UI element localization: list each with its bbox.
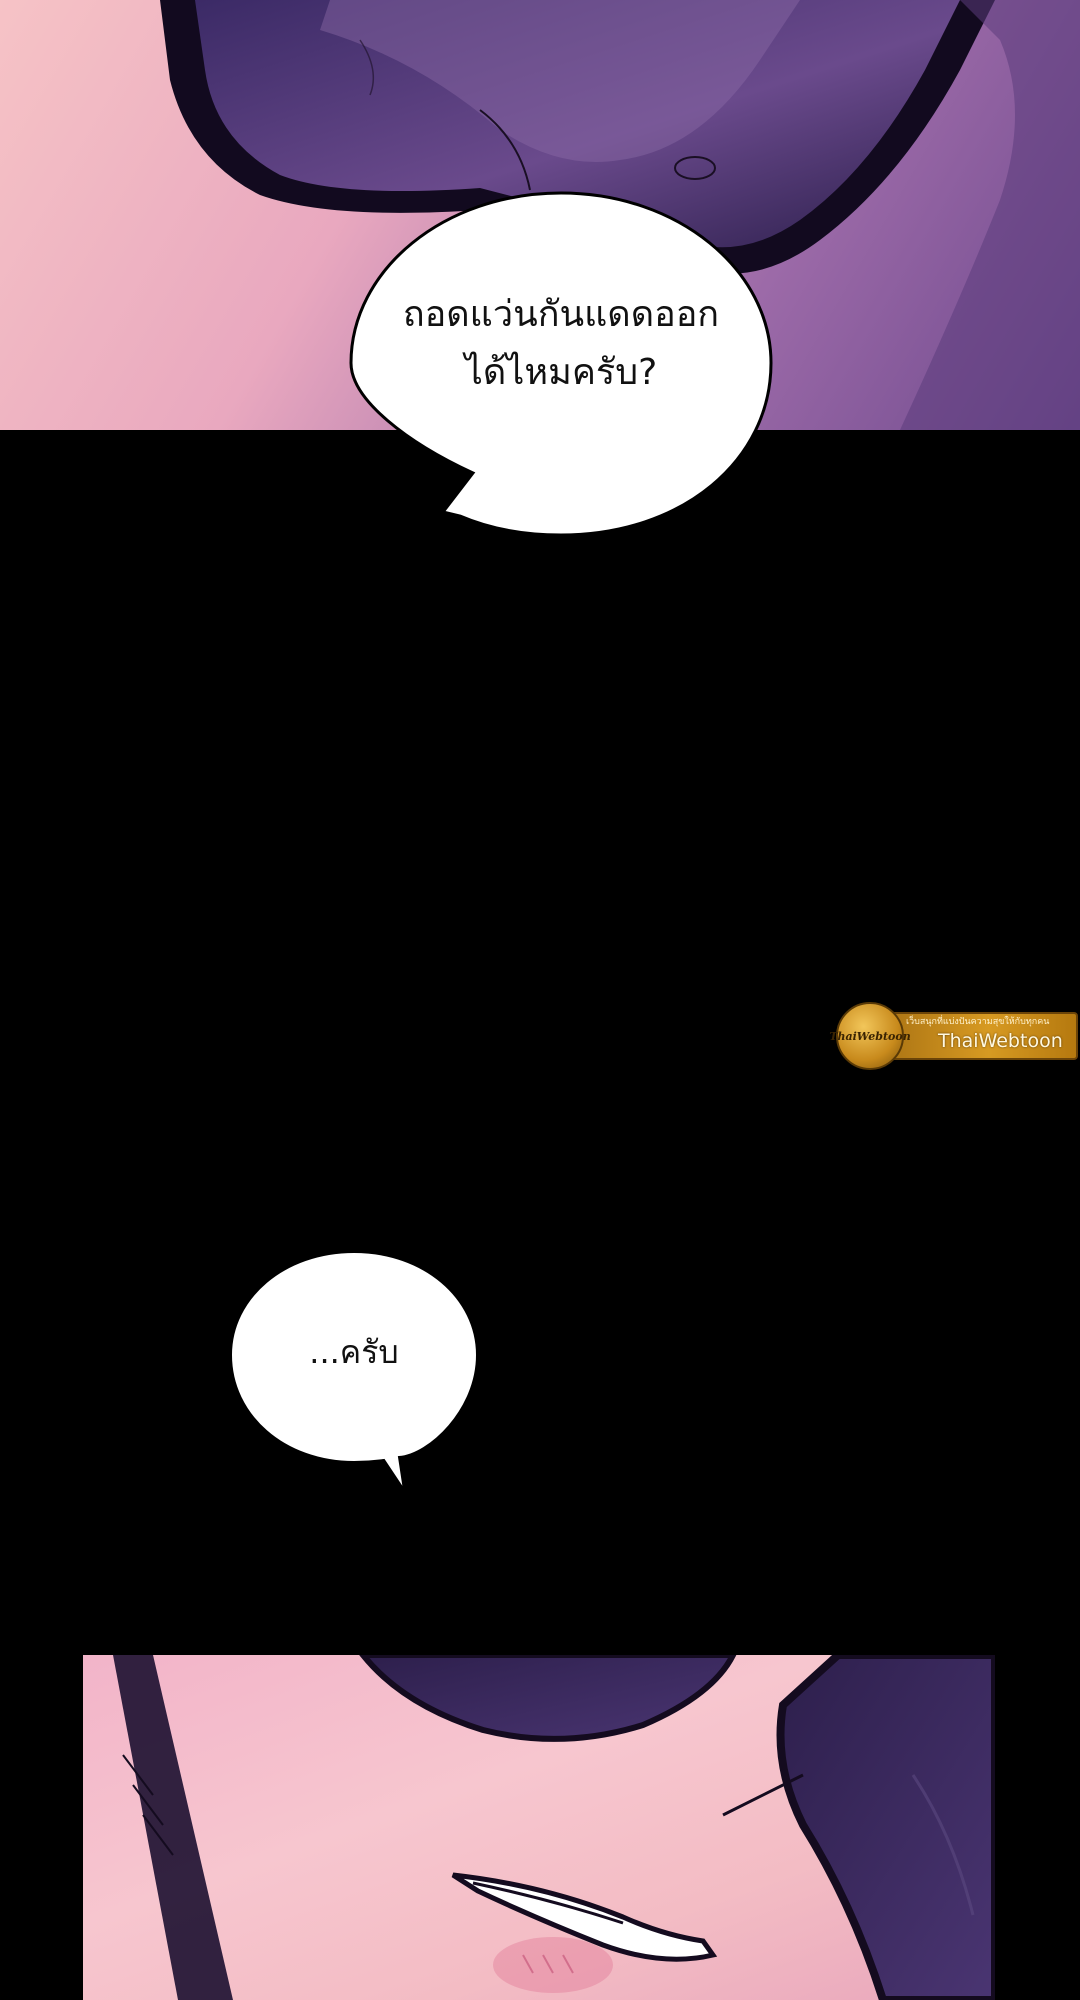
lens-reflection	[320, 0, 800, 162]
comic-panel-bottom	[83, 1655, 995, 2000]
watermark-brand: ThaiWebtoon	[938, 1030, 1063, 1052]
dialogue-text-1: ถอดแว่นกันแดดออก ได้ไหมครับ?	[402, 294, 720, 393]
speech-bubble-shape	[349, 191, 773, 537]
watermark-logo-badge: ThaiWebtoon	[829, 1002, 911, 1070]
lens-glass	[195, 0, 960, 248]
speech-bubble-1: ถอดแว่นกันแดดออก ได้ไหมครับ?	[348, 190, 774, 540]
face-illustration	[113, 1655, 995, 2000]
speech-bubble-2: ...ครับ	[229, 1250, 479, 1491]
comic-panel-top	[0, 0, 1080, 430]
speech-bubble-shape	[229, 1250, 479, 1491]
dialogue-text-2: ...ครับ	[309, 1333, 399, 1371]
sunglasses-illustration	[160, 0, 1080, 430]
thaiwebtoon-watermark: ThaiWebtoon เว็บสนุกที่แบ่งปันความสุขให้…	[829, 1000, 1078, 1070]
watermark-tagline: เว็บสนุกที่แบ่งปันความสุขให้กับทุกคน	[906, 1017, 1050, 1027]
